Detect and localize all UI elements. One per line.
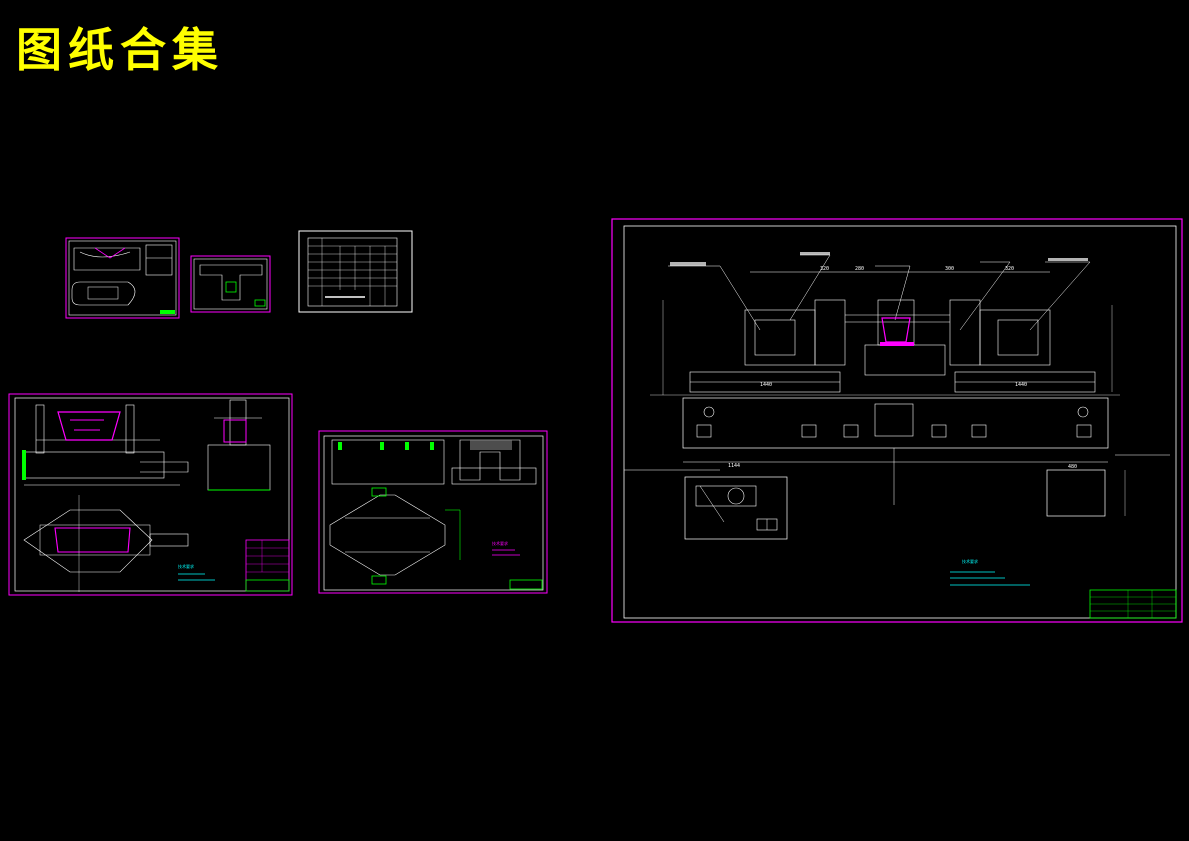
- dim-rail-right: 1440: [1015, 382, 1027, 388]
- dim-bottom-right: 480: [1068, 464, 1077, 470]
- svg-text:技术要求: 技术要求: [178, 563, 194, 569]
- sheet-machine-assembly[interactable]: 320 280 300 320: [611, 218, 1183, 623]
- svg-text:技术要求: 技术要求: [492, 540, 508, 546]
- sheet-table[interactable]: [298, 230, 413, 313]
- page-title: 图纸合集: [16, 23, 224, 77]
- sheet-small-2[interactable]: [190, 255, 271, 313]
- dim-top-4: 320: [1005, 266, 1014, 272]
- dim-bottom-left: 1144: [728, 463, 740, 469]
- dim-top-1: 320: [820, 266, 829, 272]
- dim-top-3: 300: [945, 266, 954, 272]
- dim-top-2: 280: [855, 266, 864, 272]
- sheet-fixture-assembly[interactable]: 技术要求: [8, 393, 293, 596]
- sheet-small-1[interactable]: [65, 237, 180, 319]
- dim-rail-left: 1440: [760, 382, 772, 388]
- sheet-part[interactable]: 技术要求: [318, 430, 548, 594]
- svg-text:技术要求: 技术要求: [962, 558, 978, 564]
